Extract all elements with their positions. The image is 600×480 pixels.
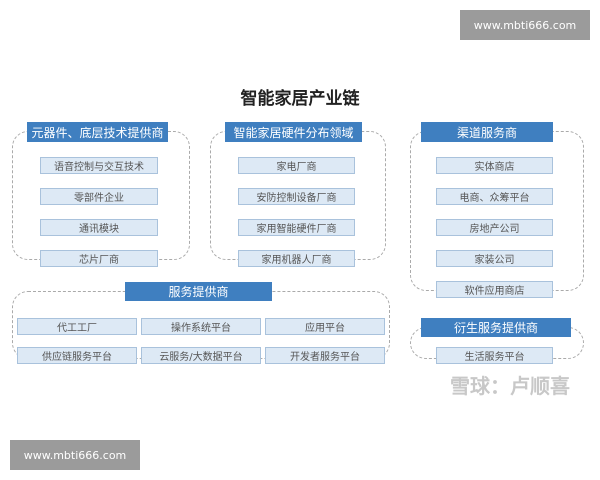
item: 家用机器人厂商 bbox=[238, 250, 355, 267]
item: 操作系统平台 bbox=[141, 318, 261, 335]
item: 房地产公司 bbox=[436, 219, 553, 236]
signature-watermark: 雪球：卢顺喜 bbox=[450, 374, 570, 398]
item: 应用平台 bbox=[265, 318, 385, 335]
item: 安防控制设备厂商 bbox=[238, 188, 355, 205]
item: 实体商店 bbox=[436, 157, 553, 174]
item: 家电厂商 bbox=[238, 157, 355, 174]
item: 软件应用商店 bbox=[436, 281, 553, 298]
item: 供应链服务平台 bbox=[17, 347, 137, 364]
item: 开发者服务平台 bbox=[265, 347, 385, 364]
item: 生活服务平台 bbox=[436, 347, 553, 364]
watermark-top: www.mbti666.com bbox=[460, 10, 590, 40]
item: 电商、众筹平台 bbox=[436, 188, 553, 205]
item: 芯片厂商 bbox=[40, 250, 158, 267]
item: 云服务/大数据平台 bbox=[141, 347, 261, 364]
page-title: 智能家居产业链 bbox=[240, 89, 360, 109]
item: 家装公司 bbox=[436, 250, 553, 267]
item: 语音控制与交互技术 bbox=[40, 157, 158, 174]
group-header-channels: 渠道服务商 bbox=[421, 122, 553, 142]
item: 家用智能硬件厂商 bbox=[238, 219, 355, 236]
item: 代工工厂 bbox=[17, 318, 137, 335]
item: 零部件企业 bbox=[40, 188, 158, 205]
group-header-components: 元器件、底层技术提供商 bbox=[27, 122, 168, 142]
item: 通讯模块 bbox=[40, 219, 158, 236]
group-header-services: 服务提供商 bbox=[125, 282, 272, 301]
watermark-bottom: www.mbti666.com bbox=[10, 440, 140, 470]
group-header-hardware: 智能家居硬件分布领域 bbox=[225, 122, 362, 142]
group-header-derived: 衍生服务提供商 bbox=[421, 318, 571, 337]
group-container-channels bbox=[410, 131, 584, 291]
